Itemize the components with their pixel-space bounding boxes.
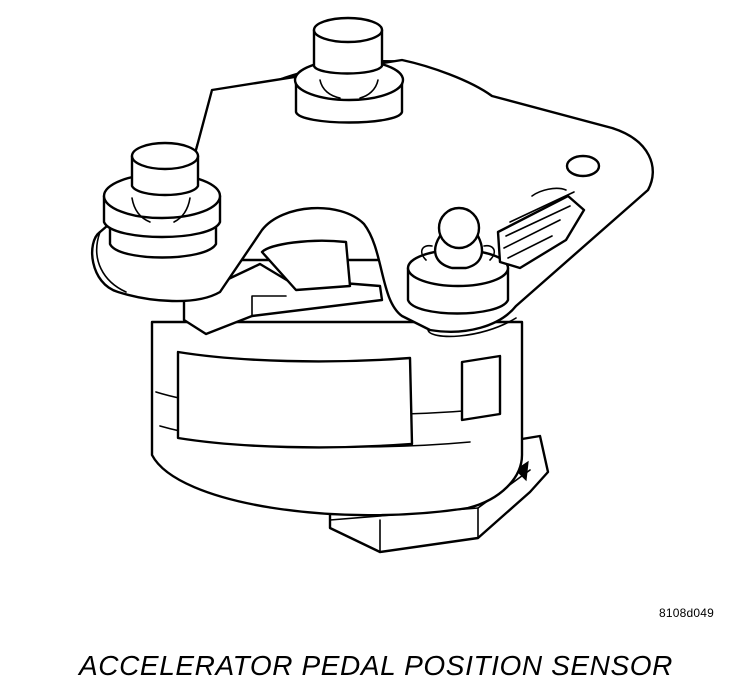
stud-left (102, 141, 222, 259)
body-window-left (176, 350, 414, 449)
stud-rear (293, 16, 405, 124)
lever-assembly (406, 206, 510, 315)
body-window-right (460, 354, 502, 422)
slotted-guide (496, 187, 586, 270)
mounting-hole (565, 154, 601, 178)
figure-code: 8108d049 (659, 606, 714, 620)
sensor-body (150, 320, 524, 517)
lever-ball (437, 206, 481, 250)
connector-arrow-icon (515, 460, 529, 482)
inner-rotor (182, 239, 384, 336)
figure-caption: ACCELERATOR PEDAL POSITION SENSOR (79, 650, 673, 681)
